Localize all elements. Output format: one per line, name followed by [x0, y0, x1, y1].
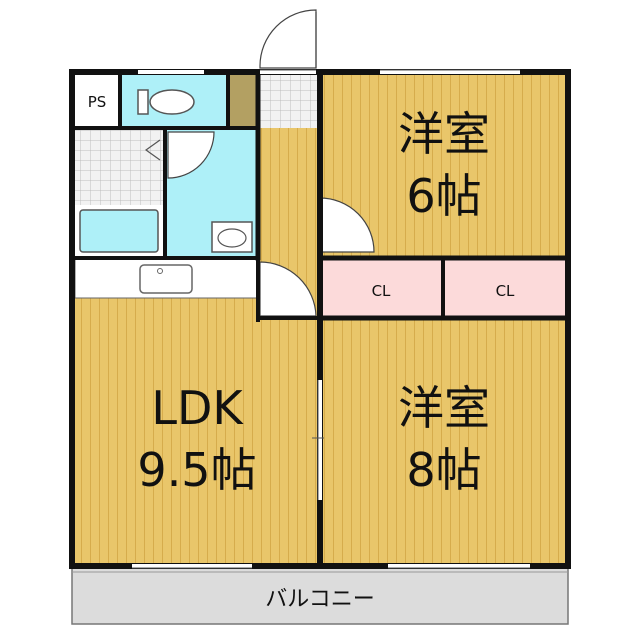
storage-niche [228, 75, 258, 128]
door-swings [167, 9, 375, 317]
balcony-label: バルコニー [265, 587, 375, 612]
ldk-size: 9.5帖 [137, 443, 256, 497]
ldk-name: LDK [151, 381, 244, 435]
toilet-room [120, 75, 228, 128]
balcony-area [71, 565, 569, 625]
closet-left-label: CL [372, 282, 391, 300]
window-frames [132, 69, 530, 569]
bedroom-8-size: 8帖 [406, 443, 481, 497]
closet-right: CL [443, 260, 568, 316]
wall-openings [132, 70, 530, 568]
closet-left: CL [320, 260, 443, 316]
ps-label: PS [88, 93, 107, 111]
pipe-space: PS [75, 75, 120, 128]
bedroom-8-floor [320, 316, 568, 566]
bathroom [75, 128, 165, 258]
bedroom-8-name: 洋室 [398, 381, 490, 435]
bedroom-6-size: 6帖 [406, 169, 481, 223]
ldk-floor [75, 298, 320, 566]
entrance-tiles [258, 75, 320, 128]
bedroom-6-name: 洋室 [398, 107, 490, 161]
closet-right-label: CL [496, 282, 515, 300]
kitchen-counter [74, 257, 259, 299]
